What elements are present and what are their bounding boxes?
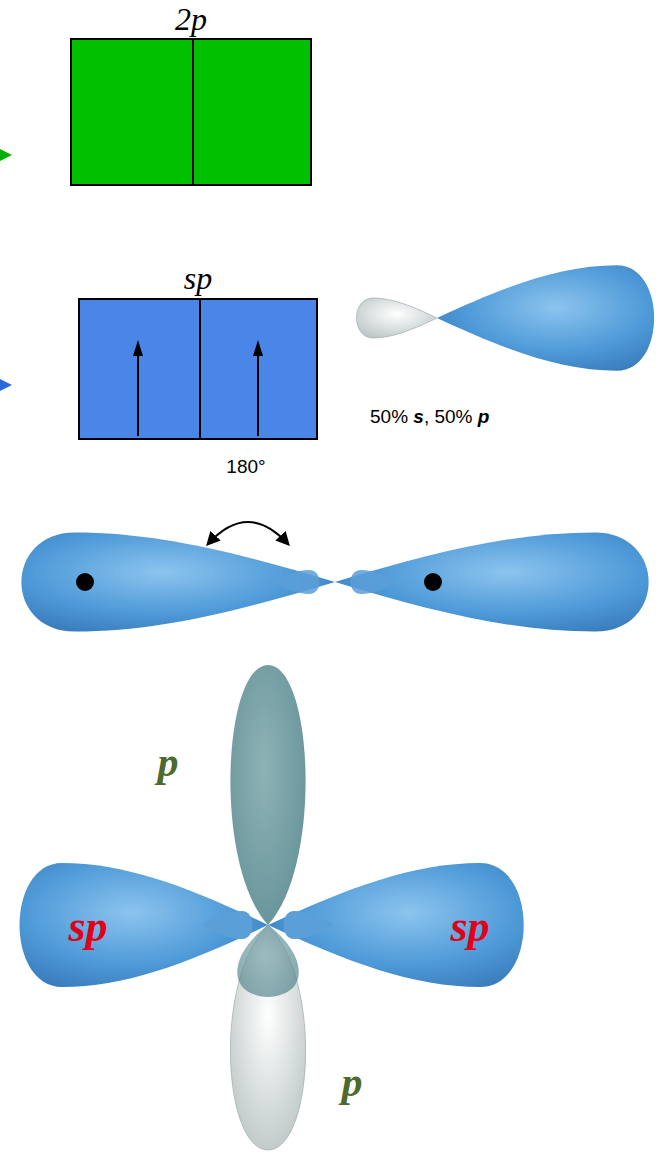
angle-label: 180° <box>226 456 265 478</box>
electron-spin-head <box>253 340 263 356</box>
orbital-label: p <box>158 738 179 786</box>
electron-spin-arrow <box>257 348 259 436</box>
electron-spin-arrow <box>137 348 139 436</box>
arrow-tip <box>0 379 12 391</box>
box-heading: 2p <box>175 2 207 37</box>
composition-note: 50% s, 50% p <box>370 406 489 428</box>
sp-orbital <box>357 265 655 370</box>
arrow-tip <box>0 149 12 161</box>
orbital-label: sp <box>68 902 107 953</box>
sp-pair <box>21 532 648 631</box>
electron-spin-head <box>133 340 143 356</box>
orbital-cells <box>70 38 312 186</box>
cell-divider <box>199 300 201 438</box>
orbital-box: sp <box>78 250 318 440</box>
electron-arrows <box>78 298 318 440</box>
angle-arc <box>208 522 288 544</box>
orbital-label: p <box>342 1058 363 1106</box>
cell-divider <box>192 40 194 184</box>
nucleus-dot <box>424 573 442 591</box>
nucleus-dot <box>76 573 94 591</box>
sp-p-set <box>20 665 524 1150</box>
orbital-label: sp <box>450 902 489 953</box>
orbital-cells <box>78 298 318 440</box>
orbital-box: 2p <box>70 0 312 186</box>
box-heading: sp <box>184 261 212 296</box>
